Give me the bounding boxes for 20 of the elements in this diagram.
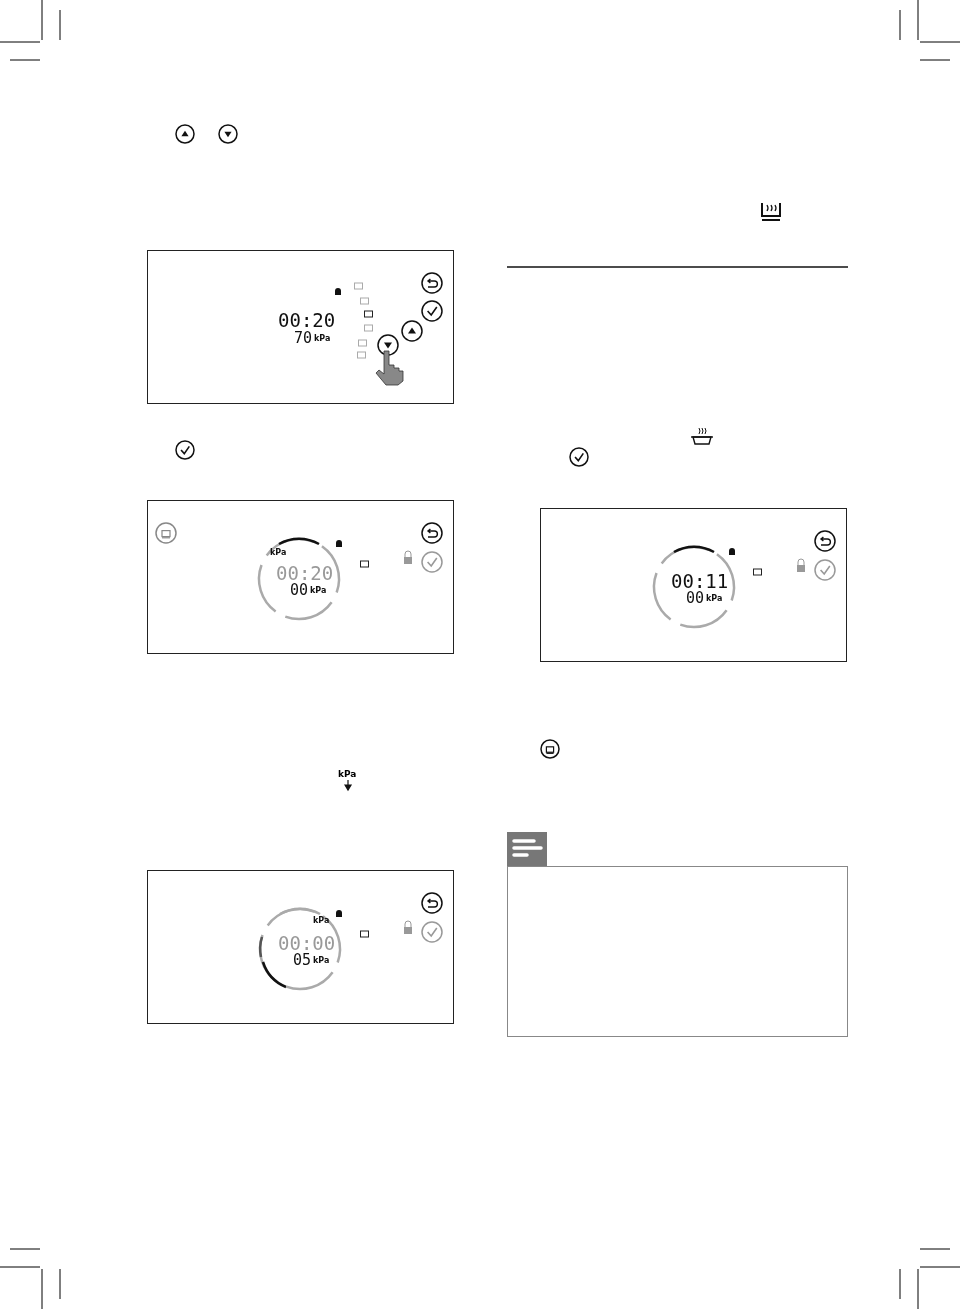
unit-label: kPa: [270, 549, 287, 557]
pressure-readout: 00: [686, 591, 705, 606]
time-readout: 00:00: [278, 934, 336, 953]
unit-label: kPa: [706, 595, 723, 603]
display-panel: [540, 508, 847, 662]
display-panel: [147, 500, 454, 654]
pressure-readout: 00: [290, 583, 309, 598]
time-readout: 00:20: [276, 564, 334, 583]
unit-label: kPa: [313, 917, 330, 925]
unit-label: kPa: [310, 587, 327, 595]
display-panel: [147, 870, 454, 1024]
display-panel: [147, 250, 454, 404]
pressure-readout: 70: [294, 331, 313, 346]
note-box: [507, 866, 848, 1037]
unit-label: kPa: [313, 957, 330, 965]
pressure-readout: 05: [293, 953, 312, 968]
unit-label: kPa: [338, 770, 357, 779]
time-readout: 00:20: [278, 311, 336, 330]
unit-label: kPa: [314, 335, 331, 343]
time-readout: 00:11: [671, 572, 729, 591]
